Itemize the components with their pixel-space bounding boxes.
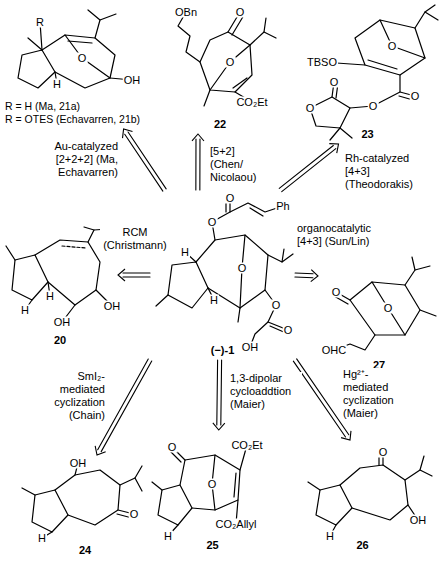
atom-label: OBn (174, 7, 198, 18)
compound-region: R = H (Ma, 21a)R = OTES (Echavarren, 21b… (2, 2, 154, 129)
atom-label: H (180, 247, 190, 258)
atom-label: O (387, 41, 398, 52)
atom-label: OH (69, 458, 88, 469)
compound-region: 25 (150, 430, 275, 555)
atom-label: O (77, 53, 88, 64)
reaction-label: organocatalytic [4+3] (Sun/Lin) (297, 222, 381, 248)
atom-label: R (35, 17, 45, 28)
compound-region: (−)-1 (150, 190, 295, 360)
reaction-label: Au-catalyzed [2+2+2] (Ma, Echavarren) (30, 140, 118, 179)
retro-arrow (295, 270, 318, 282)
reaction-label: [5+2] (Chen/ Nicolaou) (210, 145, 265, 184)
atom-label: O (237, 263, 248, 274)
atom-label: O (383, 303, 394, 314)
atom-label: CO₂Allyl (215, 519, 258, 530)
atom-label: Ph (275, 201, 290, 212)
atom-label: OH (53, 317, 72, 328)
compound-number: 20 (53, 334, 67, 347)
compound-region: 23 (295, 2, 440, 144)
atom-label: OH (103, 301, 122, 312)
reaction-label: Hg²⁺- mediated cyclization (Maier) (343, 368, 407, 420)
atom-label: OH (123, 75, 142, 86)
compound-region: 26 (300, 440, 425, 555)
atom-label: OH (409, 515, 428, 526)
atom-label: O (271, 300, 282, 311)
compound-number: 25 (205, 539, 219, 552)
compound-number: 24 (78, 544, 92, 557)
atom-label: O (283, 325, 294, 336)
atom-label: O (207, 479, 218, 490)
compound-number: 26 (355, 539, 369, 552)
compound-number: (−)-1 (210, 344, 236, 357)
compound-region: 24 (25, 455, 145, 560)
atom-label: CO₂Et (235, 97, 268, 108)
atom-label: OH (241, 342, 260, 353)
atom-label: H (163, 531, 173, 542)
atom-label: H (52, 79, 62, 90)
retro-arrow (123, 129, 167, 191)
compound-number: 22 (213, 118, 227, 131)
reaction-label: SmI₂- mediated cyclization (Chain) (43, 370, 105, 422)
atom-label: O (305, 103, 316, 114)
atom-label: O (207, 217, 218, 228)
retro-arrow (118, 269, 150, 281)
atom-label: H (45, 291, 55, 302)
atom-label: O (129, 509, 140, 520)
compound-number: R = OTES (Echavarren, 21b) (4, 113, 141, 126)
compound-region: 27 (318, 265, 440, 375)
atom-label: H (325, 531, 335, 542)
compound-region: 22 (165, 2, 275, 134)
atom-label: O (225, 193, 236, 204)
atom-label: O (235, 7, 246, 18)
reaction-label: RCM (Christmann) (100, 226, 170, 252)
reaction-label: 1,3-dipolar cycloaddtion (Maier) (230, 372, 302, 411)
atom-label: O (368, 101, 379, 112)
atom-label: O (378, 447, 389, 458)
retro-arrow (279, 144, 338, 192)
compound-number: 23 (360, 128, 374, 141)
atom-label: O (410, 91, 421, 102)
atom-label: CO₂Et (230, 440, 263, 451)
atom-label: O (329, 77, 340, 88)
atom-label: OHC (321, 345, 347, 356)
retro-arrow (192, 134, 204, 190)
atom-label: H (37, 533, 47, 544)
atom-label: H (20, 305, 30, 316)
compound-number: R = H (Ma, 21a) (4, 100, 81, 113)
atom-label: O (167, 442, 178, 453)
atom-label: H (209, 295, 219, 306)
atom-label: O (225, 57, 236, 68)
atom-label: TBSO (306, 57, 338, 68)
retro-arrow (213, 360, 225, 430)
atom-label: O (331, 287, 342, 298)
reaction-label: Rh-catalyzed [4+3] (Theodorakis) (345, 152, 427, 191)
